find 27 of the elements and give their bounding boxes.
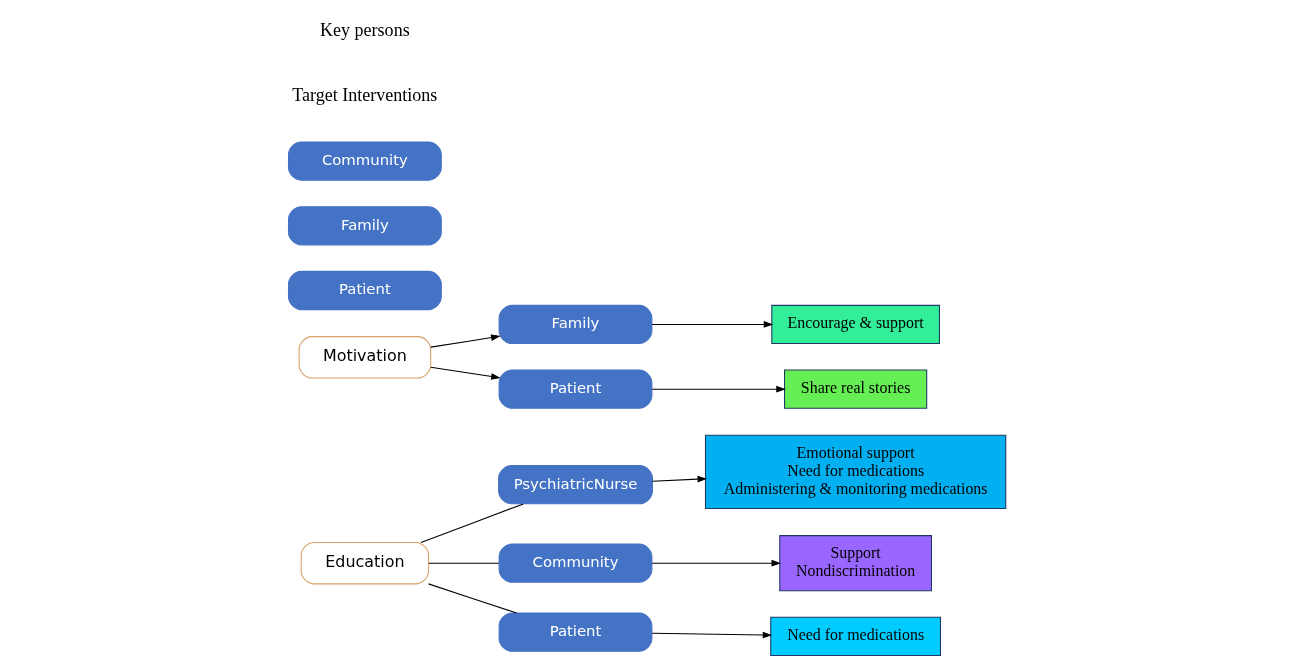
label: Target Interventions — [291, 84, 437, 105]
node-box: Emotional support Need for medications Administering & monitoring medications — [704, 434, 1006, 510]
label: Key persons — [319, 19, 410, 40]
node-box: Education — [300, 541, 429, 585]
node-box: Share real stories — [783, 369, 927, 409]
arrow — [429, 366, 501, 380]
node-box: Patient — [498, 369, 652, 409]
connector — [427, 562, 499, 564]
connector — [419, 503, 524, 543]
node-box: PsychiatricNurse — [497, 465, 653, 505]
connector — [427, 583, 517, 614]
arrow — [651, 559, 781, 567]
node-box: Patient — [287, 270, 442, 311]
node-box: Community — [287, 141, 442, 181]
node-box: Family — [287, 206, 442, 246]
node-box: Community — [498, 543, 652, 583]
node-box: Family — [498, 304, 652, 345]
arrow — [429, 334, 501, 348]
node-box: Patient — [498, 612, 652, 652]
arrow — [651, 631, 772, 639]
arrow — [651, 385, 786, 393]
arrow — [651, 321, 773, 328]
node-box: Need for medications — [769, 616, 941, 657]
node-box: Motivation — [298, 336, 431, 379]
node-box: Support Nondiscrimination — [778, 535, 932, 592]
node-box: Encourage & support — [770, 304, 940, 345]
arrow — [651, 475, 707, 483]
